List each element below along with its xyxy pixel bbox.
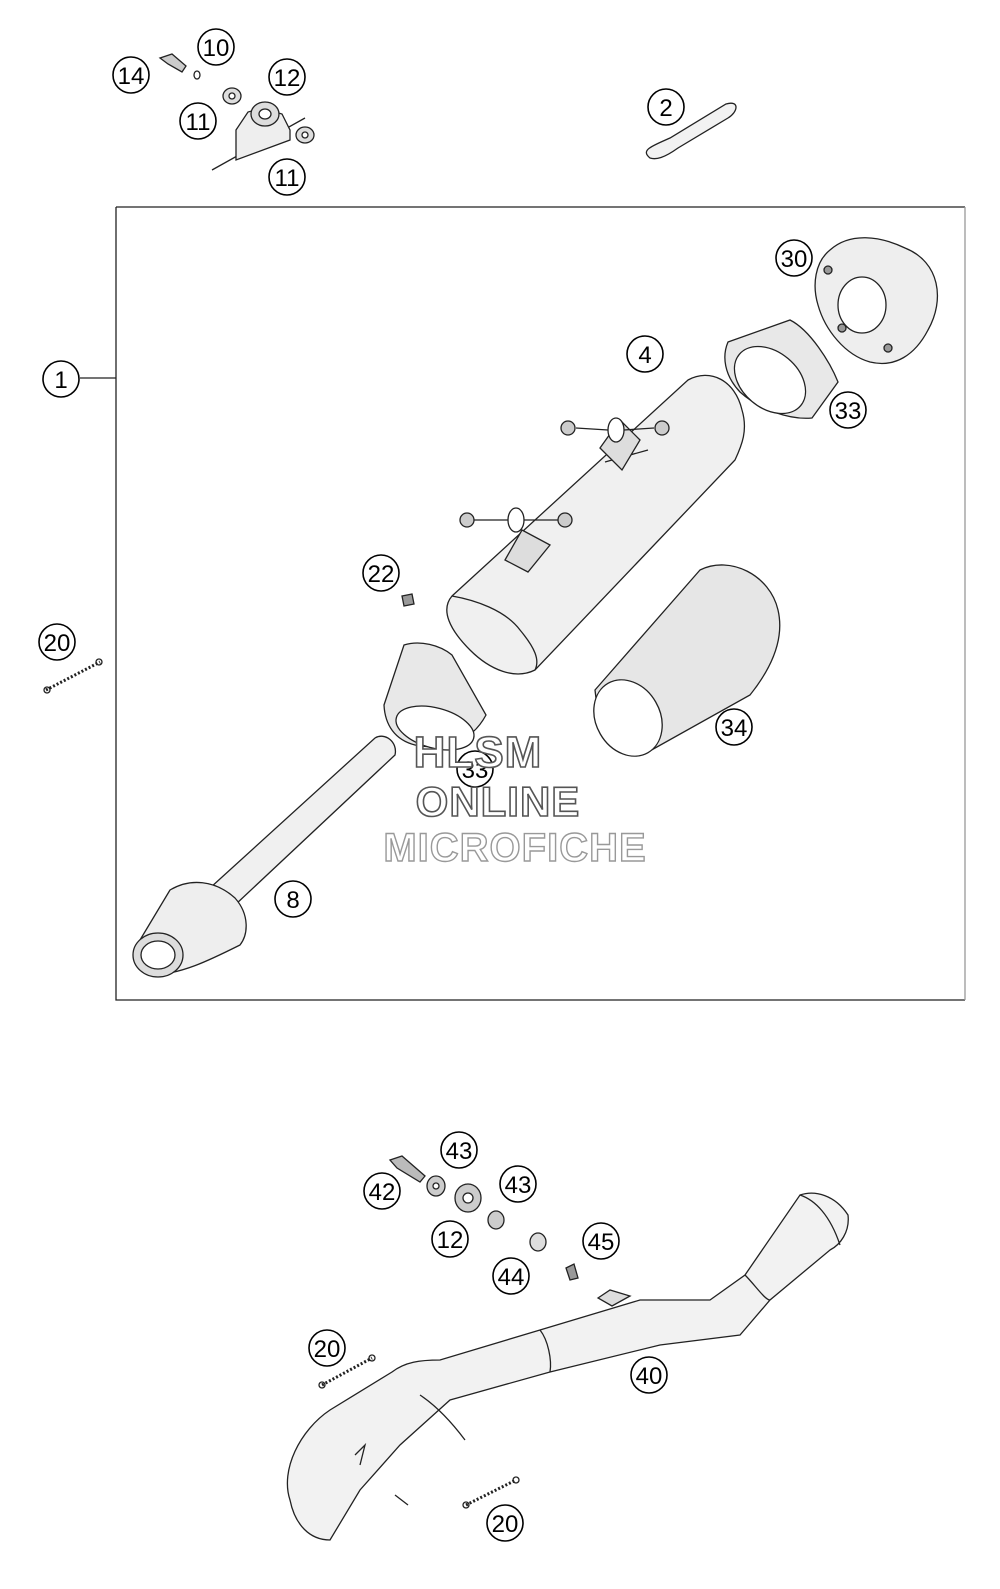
- callout-12: 12: [268, 58, 306, 96]
- mount-bracket-group: [158, 53, 315, 171]
- svg-text:33: 33: [462, 757, 489, 784]
- watermark-line-3: MICROFICHE: [383, 825, 647, 870]
- callout-44: 44: [492, 1257, 530, 1295]
- svg-text:1: 1: [54, 367, 67, 394]
- assembly-frame: [80, 206, 966, 1001]
- svg-text:12: 12: [437, 1227, 464, 1254]
- svg-text:4: 4: [638, 342, 651, 369]
- svg-text:20: 20: [314, 1336, 341, 1363]
- spring-lower-mid: [318, 1354, 376, 1389]
- spring-left: [43, 658, 103, 694]
- svg-text:8: 8: [286, 887, 299, 914]
- callout-11: 11: [268, 158, 306, 196]
- svg-text:11: 11: [275, 165, 300, 192]
- header-pipe: [286, 1192, 849, 1541]
- svg-text:45: 45: [588, 1229, 615, 1256]
- screw-22: [401, 593, 415, 607]
- callout-4: 4: [626, 335, 664, 373]
- silencer-body: [446, 374, 746, 675]
- callout-10: 10: [197, 28, 235, 66]
- svg-text:33: 33: [835, 398, 862, 425]
- callout-33: 33: [456, 750, 494, 788]
- watermark-line-1: HLSM: [413, 727, 543, 778]
- svg-text:30: 30: [781, 246, 808, 273]
- svg-text:43: 43: [505, 1172, 532, 1199]
- svg-text:10: 10: [203, 35, 230, 62]
- insulation-sleeve: [593, 564, 781, 757]
- callout-43: 43: [499, 1165, 537, 1203]
- callout-14: 14: [112, 56, 150, 94]
- svg-text:22: 22: [368, 561, 395, 588]
- callout-20: 20: [38, 623, 76, 661]
- callout-12: 12: [431, 1220, 469, 1258]
- callout-1: 1: [42, 360, 80, 398]
- lower-mount-group: [388, 1155, 579, 1281]
- callout-33: 33: [829, 391, 867, 429]
- insulation-cone-lower: [383, 642, 487, 751]
- callout-20: 20: [486, 1504, 524, 1542]
- svg-text:20: 20: [492, 1511, 519, 1538]
- svg-text:2: 2: [659, 95, 672, 122]
- callout-34: 34: [715, 708, 753, 746]
- svg-text:43: 43: [446, 1138, 473, 1165]
- svg-text:11: 11: [186, 109, 211, 136]
- callout-2: 2: [647, 88, 685, 126]
- callout-30: 30: [775, 239, 813, 277]
- callout-43: 43: [440, 1131, 478, 1169]
- svg-text:44: 44: [498, 1264, 525, 1291]
- svg-text:12: 12: [274, 65, 301, 92]
- callout-8: 8: [274, 880, 312, 918]
- svg-text:14: 14: [118, 63, 145, 90]
- callout-11: 11: [179, 102, 217, 140]
- spring-lower-bottom: [462, 1476, 520, 1509]
- insulation-cone-upper: [724, 319, 839, 419]
- inner-tube: [132, 735, 397, 978]
- svg-text:20: 20: [44, 630, 71, 657]
- heat-shield-pad: [645, 102, 737, 160]
- svg-text:34: 34: [721, 715, 748, 742]
- svg-text:40: 40: [636, 1363, 663, 1390]
- watermark-line-2: ONLINE: [415, 777, 581, 826]
- callout-40: 40: [630, 1356, 668, 1394]
- svg-text:42: 42: [369, 1179, 396, 1206]
- callout-20: 20: [308, 1329, 346, 1367]
- end-cap: [814, 237, 939, 364]
- callout-22: 22: [362, 554, 400, 592]
- callout-42: 42: [363, 1172, 401, 1210]
- callout-45: 45: [582, 1222, 620, 1260]
